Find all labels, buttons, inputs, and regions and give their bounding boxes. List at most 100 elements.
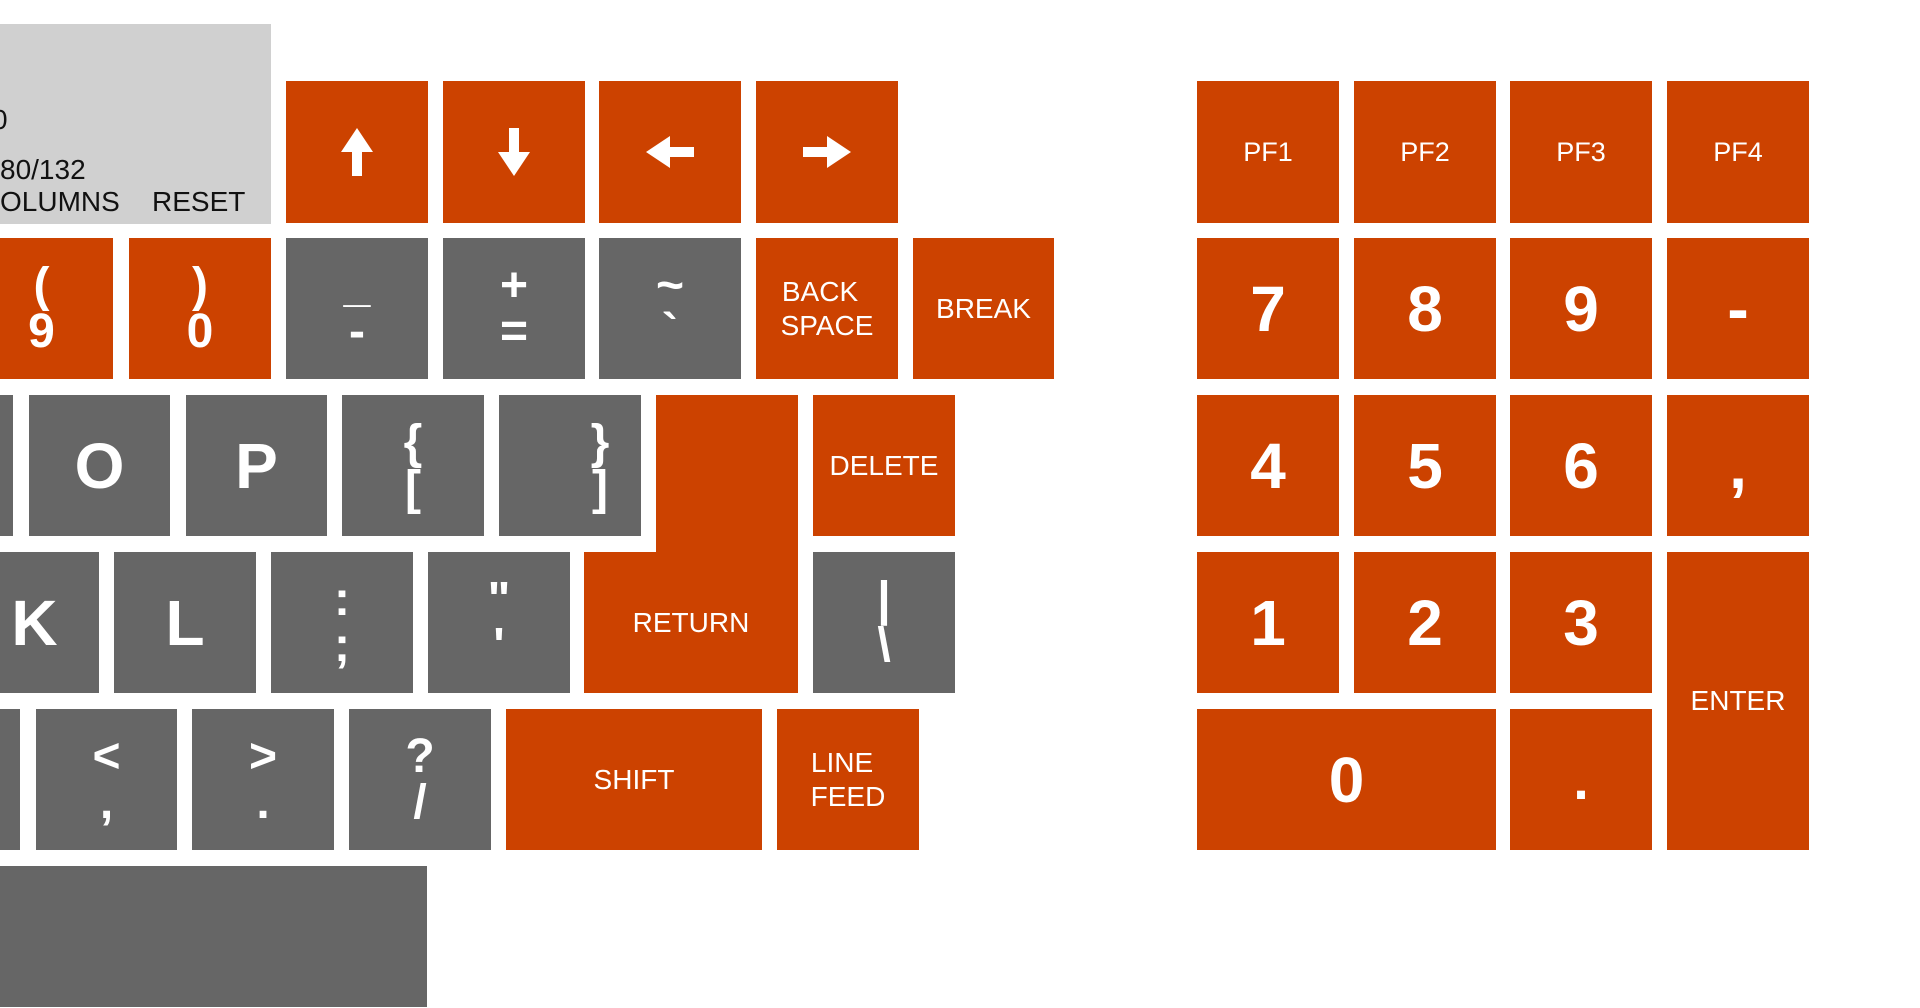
key-p-label: P [235,429,278,502]
numpad-8[interactable]: 8 [1354,238,1496,379]
key-tilde[interactable]: ~ ` [599,238,741,379]
key-o[interactable]: O [29,395,170,536]
key-i-partial[interactable] [0,395,13,536]
key-o-label: O [74,429,125,502]
break-key[interactable]: BREAK [913,238,1054,379]
key-0-shift: ) [192,258,208,312]
linefeed-key[interactable]: LINE FEED [777,709,919,850]
key-equals[interactable]: + = [443,238,585,379]
numpad-1[interactable]: 1 [1197,552,1339,693]
arrow-down-icon [498,128,530,176]
numpad-7-label: 7 [1250,272,1286,345]
numpad-5-label: 5 [1407,429,1443,502]
return-label: RETURN [632,606,750,638]
key-semicolon[interactable]: : ; [271,552,413,693]
key-l[interactable]: L [114,552,256,693]
key-slash-shift: ? [405,729,435,783]
key-equals-base: = [499,304,529,358]
return-key-upper[interactable] [656,395,798,555]
numpad-9[interactable]: 9 [1510,238,1652,379]
key-quote[interactable]: " ' [428,552,570,693]
key-semicolon-shift: : [334,572,350,626]
key-equals-shift: + [499,258,529,312]
numpad-8-label: 8 [1407,272,1443,345]
space-bar[interactable] [0,866,427,1007]
backspace-line2: SPACE [780,309,874,341]
key-k-label: K [11,586,58,659]
pf1-label: PF1 [1243,136,1293,167]
break-label: BREAK [936,292,1031,324]
key-9-shift: ( [33,258,50,312]
key-backslash-shift: | [877,572,891,626]
key-9[interactable]: ( 9 [0,238,113,379]
panel-fragment: 0 [0,104,8,136]
pf4-label: PF4 [1713,136,1763,167]
key-left-bracket-base: [ [405,461,421,515]
key-9-base: 9 [28,304,55,358]
numpad-7[interactable]: 7 [1197,238,1339,379]
numpad-period-label: . [1573,747,1589,811]
key-minus[interactable]: _ - [286,238,428,379]
pf3-key[interactable]: PF3 [1510,81,1652,223]
key-period[interactable]: > . [192,709,334,850]
return-key[interactable]: RETURN [584,552,798,693]
numpad-comma[interactable]: , [1667,395,1809,536]
pf2-label: PF2 [1400,136,1450,167]
key-0-base: 0 [186,304,214,358]
key-comma-base: , [99,775,114,829]
key-comma-shift: < [92,729,121,783]
key-tilde-shift: ~ [655,258,685,312]
delete-label: DELETE [829,449,939,481]
shift-label: SHIFT [593,763,675,795]
numpad-3-label: 3 [1563,586,1599,659]
key-right-bracket-base: ] [592,461,608,515]
key-left-bracket[interactable]: { [ [342,395,484,536]
pf1-key[interactable]: PF1 [1197,81,1339,223]
key-p[interactable]: P [186,395,327,536]
backspace-key[interactable]: BACK SPACE [756,238,898,379]
numpad-0-label: 0 [1328,743,1365,816]
shift-key[interactable]: SHIFT [506,709,762,850]
key-left-bracket-shift: { [403,415,423,469]
key-comma[interactable]: < , [36,709,177,850]
linefeed-line2: FEED [810,780,886,812]
numpad-6[interactable]: 6 [1510,395,1652,536]
pf2-key[interactable]: PF2 [1354,81,1496,223]
numpad-4[interactable]: 4 [1197,395,1339,536]
key-k[interactable]: K [0,552,99,693]
numpad-period[interactable]: . [1510,709,1652,850]
arrow-up-key[interactable] [286,81,428,223]
numpad-minus-label: - [1727,272,1749,345]
backspace-line1: BACK [781,275,859,307]
delete-key[interactable]: DELETE [813,395,955,536]
arrow-left-icon [646,136,694,168]
arrow-down-key[interactable] [443,81,585,223]
columns-mode-line2: OLUMNS [0,186,120,218]
numpad-9-label: 9 [1563,272,1599,345]
key-right-bracket[interactable]: } ] [499,395,641,536]
numpad-4-label: 4 [1250,429,1286,502]
reset-key-label[interactable]: RESET [152,186,246,217]
numpad-5[interactable]: 5 [1354,395,1496,536]
key-slash[interactable]: ? / [349,709,491,850]
arrow-right-key[interactable] [756,81,898,223]
key-l-label: L [165,586,205,659]
key-slash-base: / [413,775,427,829]
pf3-label: PF3 [1556,136,1606,167]
key-period-shift: > [248,729,278,783]
numpad-enter[interactable]: ENTER [1667,552,1809,850]
columns-key-label[interactable]: 80/132 OLUMNS [0,154,120,218]
pf4-key[interactable]: PF4 [1667,81,1809,223]
numpad-3[interactable]: 3 [1510,552,1652,693]
numpad-0[interactable]: 0 [1197,709,1496,850]
arrow-left-key[interactable] [599,81,741,223]
numpad-comma-label: , [1729,429,1747,502]
numpad-2[interactable]: 2 [1354,552,1496,693]
numpad-minus[interactable]: - [1667,238,1809,379]
numpad-2-label: 2 [1407,586,1443,659]
numpad-1-label: 1 [1250,586,1286,659]
linefeed-line1: LINE [810,746,874,778]
key-0[interactable]: ) 0 [129,238,271,379]
key-m-partial[interactable] [0,709,20,850]
key-backslash[interactable]: | \ [813,552,955,693]
